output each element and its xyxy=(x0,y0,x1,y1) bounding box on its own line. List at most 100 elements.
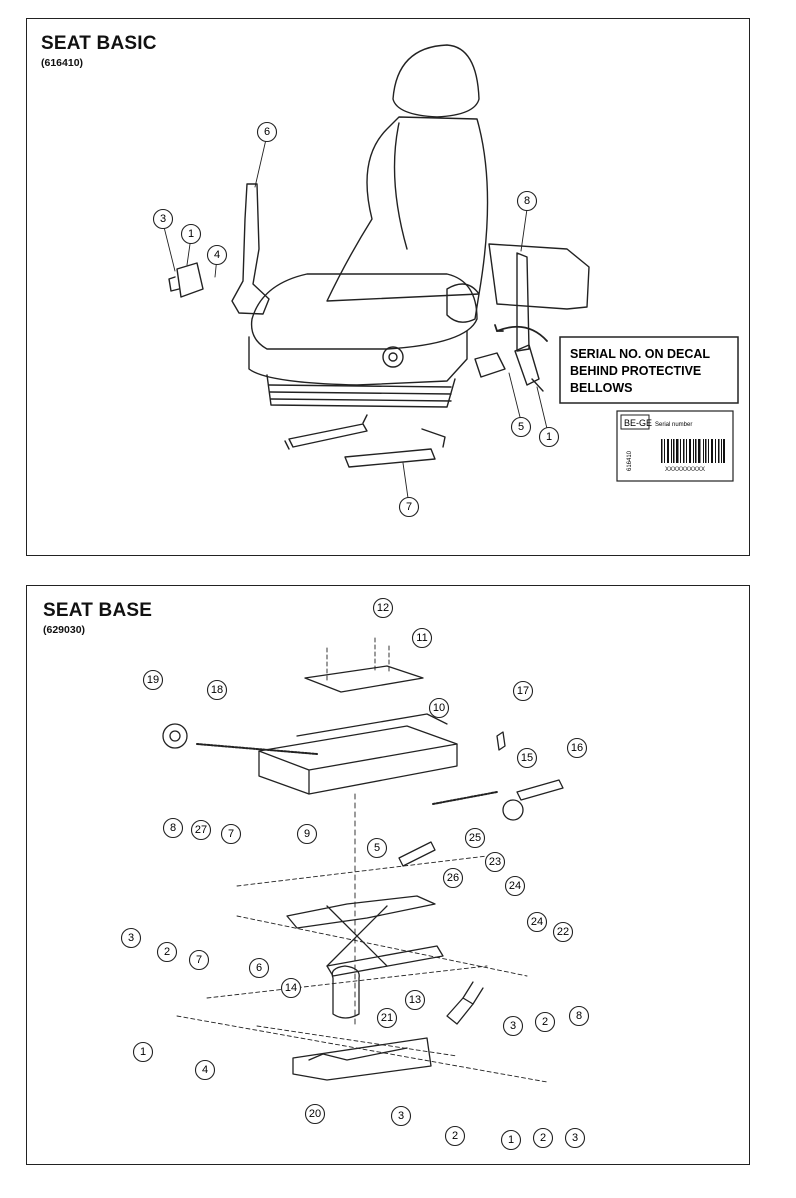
part-balloon xyxy=(464,827,486,849)
part-number-label: 1 xyxy=(546,431,552,443)
part-balloon xyxy=(372,597,394,619)
part-number-label: 7 xyxy=(228,828,234,840)
decal-label: Serial number xyxy=(655,422,692,428)
part-number-label: 19 xyxy=(147,674,159,686)
decal-vertical-code: 616410 xyxy=(627,450,633,471)
part-balloon xyxy=(398,496,420,518)
part-balloon xyxy=(566,737,588,759)
part-balloon xyxy=(152,208,174,230)
part-balloon xyxy=(256,121,278,143)
part-balloon xyxy=(484,851,506,873)
part-balloon xyxy=(532,1127,554,1149)
part-balloon xyxy=(296,823,318,845)
part-number-label: 10 xyxy=(433,702,445,714)
part-balloon xyxy=(444,1125,466,1147)
part-balloon xyxy=(512,680,534,702)
part-number-label: 17 xyxy=(517,685,529,697)
part-number-label: 2 xyxy=(542,1016,548,1028)
part-balloon xyxy=(206,244,228,266)
part-number-label: 3 xyxy=(160,213,166,225)
part-balloon xyxy=(552,921,574,943)
part-balloon xyxy=(366,837,388,859)
left-bracket-shape xyxy=(231,183,270,315)
serial-decal: BE-GE Serial number 616410 XXXXXXXXXX xyxy=(616,410,734,482)
part-balloon xyxy=(188,949,210,971)
part-balloon xyxy=(510,416,532,438)
seat-basic-panel: SEAT BASIC (616410) xyxy=(26,18,750,556)
part-number-label: 14 xyxy=(285,982,297,994)
headrest-shape xyxy=(392,44,480,118)
part-number-label: 24 xyxy=(509,880,521,892)
part-balloon xyxy=(180,223,202,245)
part-balloon xyxy=(404,989,426,1011)
part-balloon xyxy=(516,190,538,212)
part-number-label: 7 xyxy=(406,501,412,513)
part-number-label: 3 xyxy=(128,932,134,944)
part-balloon xyxy=(568,1005,590,1027)
part-balloon xyxy=(162,817,184,839)
part-balloon xyxy=(142,669,164,691)
part-balloon xyxy=(248,957,270,979)
part-number-label: 2 xyxy=(452,1130,458,1142)
air-spring-shape xyxy=(331,965,360,1019)
part-balloon xyxy=(206,679,228,701)
part-balloon xyxy=(538,426,560,448)
part-number-label: 8 xyxy=(576,1010,582,1022)
part-number-label: 13 xyxy=(409,994,421,1006)
part-number-label: 1 xyxy=(508,1134,514,1146)
part-balloon xyxy=(156,941,178,963)
callout-line-3: BELLOWS xyxy=(570,381,633,395)
part-number-label: 27 xyxy=(195,824,207,836)
seat-base-code: (629030) xyxy=(43,624,86,636)
part-number-label: 6 xyxy=(256,962,262,974)
seat-base-panel: SEAT BASE (629030) xyxy=(26,585,750,1165)
part-balloon xyxy=(376,1007,398,1029)
part-number-label: 12 xyxy=(377,602,389,614)
lower-rail-shape xyxy=(344,448,436,468)
scissor-upper-shape xyxy=(286,895,436,929)
part-balloon xyxy=(564,1127,586,1149)
part-number-label: 20 xyxy=(309,1108,321,1120)
part-number-label: 4 xyxy=(202,1064,208,1076)
part-number-label: 26 xyxy=(447,872,459,884)
part-balloon xyxy=(390,1105,412,1127)
part-balloon xyxy=(502,1015,524,1037)
part-number-label: 7 xyxy=(196,954,202,966)
part-number-label: 6 xyxy=(264,126,270,138)
part-balloon xyxy=(411,627,433,649)
seat-basic-title: SEAT BASIC xyxy=(41,33,157,54)
right-bracket-shape xyxy=(488,243,590,310)
part-balloon xyxy=(304,1103,326,1125)
part-balloon xyxy=(220,823,242,845)
part-balloon xyxy=(534,1011,556,1033)
seat-basic-drawing: SERIAL NO. ON DECAL BEHIND PROTECTIVE BE… xyxy=(152,44,739,518)
part-balloon xyxy=(500,1129,522,1151)
callout-line-2: BEHIND PROTECTIVE xyxy=(570,364,701,378)
part-number-label: 4 xyxy=(214,249,220,261)
part-number-label: 5 xyxy=(518,421,524,433)
part-balloon xyxy=(516,747,538,769)
cushion-shape xyxy=(250,273,478,350)
part-balloon xyxy=(194,1059,216,1081)
part-balloon xyxy=(428,697,450,719)
upper-rail-shape xyxy=(288,423,368,448)
part-balloon xyxy=(132,1041,154,1063)
part-number-label: 5 xyxy=(374,842,380,854)
part-balloon xyxy=(280,977,302,999)
part-number-label: 15 xyxy=(521,752,533,764)
part-number-label: 21 xyxy=(381,1012,393,1024)
part-balloon xyxy=(526,911,548,933)
part-number-label: 22 xyxy=(557,926,569,938)
seat-base-title: SEAT BASE xyxy=(43,600,153,621)
decal-brand: BE-GE xyxy=(624,418,652,428)
callout-line-1: SERIAL NO. ON DECAL xyxy=(570,347,710,361)
seat-basic-code: (616410) xyxy=(41,57,84,69)
seat-base-drawing: 12 11 19 18 10 17 15 16 8 27 7 9 5 25 26… xyxy=(120,597,590,1151)
part-number-label: 1 xyxy=(188,228,194,240)
serial-callout-box xyxy=(559,336,739,404)
part-number-label: 18 xyxy=(211,684,223,696)
part-number-label: 8 xyxy=(170,822,176,834)
part-number-label: 9 xyxy=(304,828,310,840)
decal-serial-placeholder: XXXXXXXXXX xyxy=(665,467,705,473)
barcode-icon xyxy=(661,439,725,463)
